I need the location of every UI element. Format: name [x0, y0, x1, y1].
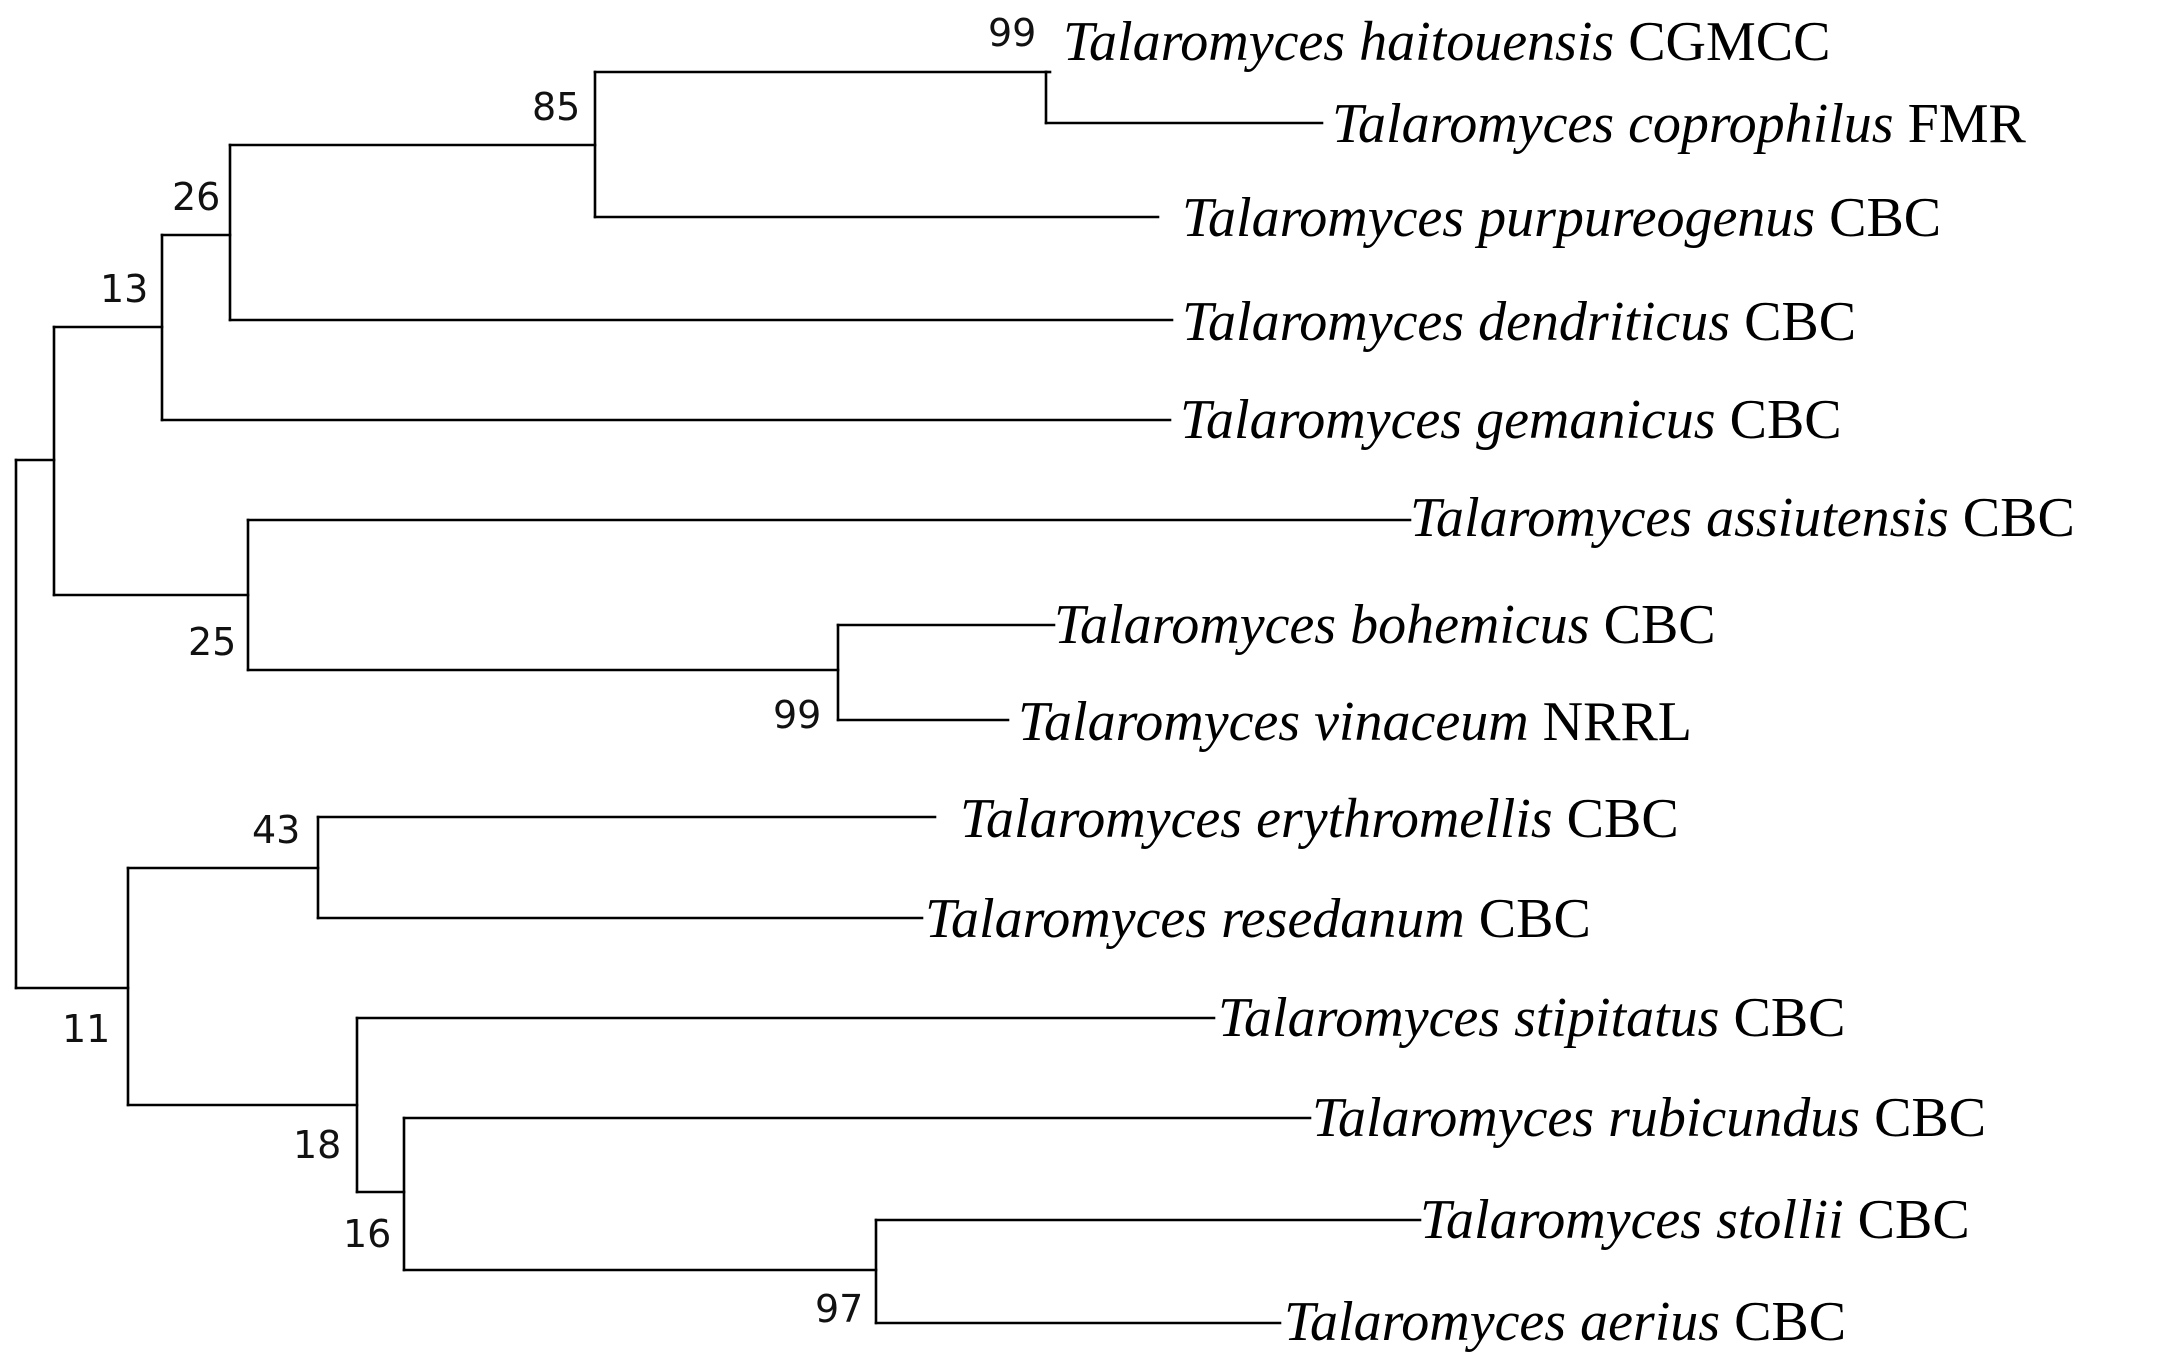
support-value: 26 — [172, 175, 220, 219]
taxon-collection: CBC — [1858, 1189, 1970, 1251]
taxon-collection: CBC — [1479, 888, 1591, 950]
support-value: 99 — [773, 693, 821, 737]
taxon-collection: CBC — [1829, 187, 1941, 249]
taxon-collection: CBC — [1604, 594, 1716, 656]
taxon-epithet: aerius — [1580, 1291, 1720, 1353]
taxon-genus: Talaromyces — [1410, 487, 1692, 549]
taxon-genus: Talaromyces — [1284, 1291, 1566, 1353]
taxon-genus: Talaromyces — [1332, 93, 1614, 155]
taxon-label: Talaromyces stollii CBC — [1420, 1189, 1970, 1251]
taxon-epithet: dendriticus — [1478, 291, 1730, 353]
taxon-collection: CBC — [1730, 389, 1842, 451]
support-value: 97 — [815, 1287, 863, 1331]
taxon-epithet: haitouensis — [1359, 11, 1614, 73]
taxon-label: Talaromyces stipitatus CBC — [1218, 987, 1846, 1049]
taxon-label: Talaromyces dendriticus CBC — [1182, 291, 1856, 353]
taxon-epithet: coprophilus — [1628, 93, 1893, 155]
support-value: 18 — [293, 1123, 341, 1167]
taxon-label: Talaromyces bohemicus CBC — [1054, 594, 1716, 656]
taxon-genus: Talaromyces — [1218, 987, 1500, 1049]
support-value: 16 — [343, 1212, 391, 1256]
taxon-collection: NRRL — [1543, 691, 1692, 753]
taxon-genus: Talaromyces — [1063, 11, 1345, 73]
taxon-label: Talaromyces gemanicus CBC — [1180, 389, 1842, 451]
tree-branches — [14, 70, 1422, 1325]
taxon-collection: CBC — [1963, 487, 2075, 549]
taxon-genus: Talaromyces — [925, 888, 1207, 950]
taxon-label: Talaromyces resedanum CBC — [925, 888, 1591, 950]
taxon-epithet: bohemicus — [1350, 594, 1590, 656]
support-value: 13 — [100, 267, 148, 311]
taxon-epithet: erythromellis — [1256, 788, 1553, 850]
taxon-epithet: vinaceum — [1314, 691, 1529, 753]
taxon-labels: Talaromyces haitouensis CGMCC Talaromyce… — [925, 11, 2075, 1353]
support-value: 43 — [252, 808, 300, 852]
taxon-genus: Talaromyces — [1182, 291, 1464, 353]
taxon-epithet: purpureogenus — [1474, 187, 1815, 249]
taxon-label: Talaromyces aerius CBC — [1284, 1291, 1846, 1353]
taxon-label: Talaromyces assiutensis CBC — [1410, 487, 2075, 549]
taxon-label: Talaromyces haitouensis CGMCC — [1063, 11, 1831, 73]
taxon-collection: CBC — [1874, 1087, 1986, 1149]
taxon-genus: Talaromyces — [1182, 187, 1464, 249]
taxon-epithet: stollii — [1716, 1189, 1844, 1251]
support-value: 11 — [62, 1007, 110, 1051]
taxon-genus: Talaromyces — [1018, 691, 1300, 753]
taxon-epithet: gemanicus — [1476, 389, 1716, 451]
taxon-collection: CBC — [1733, 987, 1845, 1049]
taxon-epithet: assiutensis — [1706, 487, 1949, 549]
taxon-label: Talaromyces coprophilus FMR — [1332, 93, 2027, 155]
taxon-genus: Talaromyces — [960, 788, 1242, 850]
support-value: 85 — [532, 85, 580, 129]
taxon-collection: CBC — [1734, 1291, 1846, 1353]
taxon-collection: FMR — [1908, 93, 2027, 155]
taxon-label: Talaromyces vinaceum NRRL — [1018, 691, 1692, 753]
support-value: 99 — [988, 11, 1036, 55]
taxon-genus: Talaromyces — [1312, 1087, 1594, 1149]
taxon-label: Talaromyces purpureogenus CBC — [1182, 187, 1941, 249]
taxon-genus: Talaromyces — [1420, 1189, 1702, 1251]
taxon-label: Talaromyces rubicundus CBC — [1312, 1087, 1986, 1149]
support-value: 25 — [188, 620, 236, 664]
taxon-genus: Talaromyces — [1180, 389, 1462, 451]
taxon-genus: Talaromyces — [1054, 594, 1336, 656]
taxon-epithet: resedanum — [1221, 888, 1465, 950]
taxon-epithet: rubicundus — [1608, 1087, 1860, 1149]
taxon-collection: CBC — [1567, 788, 1679, 850]
taxon-collection: CBC — [1744, 291, 1856, 353]
taxon-collection: CGMCC — [1628, 11, 1830, 73]
taxon-label: Talaromyces erythromellis CBC — [960, 788, 1679, 850]
taxon-epithet: stipitatus — [1514, 987, 1719, 1049]
support-values: 99 85 26 13 25 99 43 11 18 16 97 — [62, 11, 1036, 1331]
